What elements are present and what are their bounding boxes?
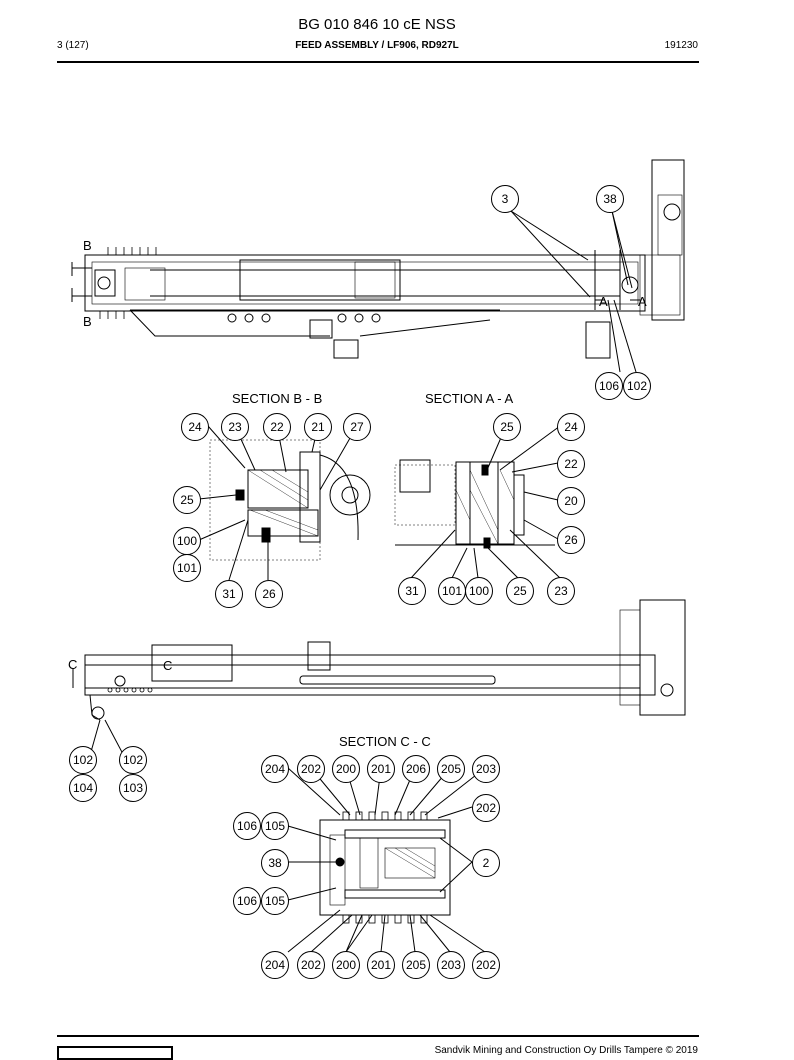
callout: 100 <box>465 577 493 605</box>
callout: 204 <box>261 755 289 783</box>
callout: 38 <box>261 849 289 877</box>
callout: 104 <box>69 774 97 802</box>
callout: 21 <box>304 413 332 441</box>
callout: 2 <box>472 849 500 877</box>
section-cc-drawing <box>287 767 486 953</box>
section-cc-title: SECTION C - C <box>339 734 431 749</box>
callout: 103 <box>119 774 147 802</box>
callout: 106 <box>233 887 261 915</box>
page-number: 3 (127) <box>57 40 89 51</box>
cut-letter-a: A <box>638 294 647 309</box>
callout: 3 <box>491 185 519 213</box>
callout: 25 <box>506 577 534 605</box>
callout: 27 <box>343 413 371 441</box>
top-feed-drawing <box>71 159 685 373</box>
callout: 105 <box>261 887 289 915</box>
callout: 24 <box>181 413 209 441</box>
callout: 26 <box>255 580 283 608</box>
callout: 206 <box>402 755 430 783</box>
callout: 202 <box>297 951 325 979</box>
callout: 205 <box>402 951 430 979</box>
callout: 101 <box>438 577 466 605</box>
callout: 202 <box>472 794 500 822</box>
callout: 202 <box>472 951 500 979</box>
callout: 102 <box>623 372 651 400</box>
callout: 201 <box>367 755 395 783</box>
header-rule <box>57 61 699 63</box>
document-title: BG 010 846 10 cE NSS <box>298 16 456 33</box>
section-bb-drawing <box>198 425 371 581</box>
document-subtitle: FEED ASSEMBLY / LF906, RD927L <box>295 40 459 51</box>
callout: 105 <box>261 812 289 840</box>
callout: 204 <box>261 951 289 979</box>
cut-letter-b: B <box>83 238 92 253</box>
callout: 200 <box>332 755 360 783</box>
callout: 23 <box>221 413 249 441</box>
footer-rule <box>57 1035 699 1037</box>
callout: 25 <box>493 413 521 441</box>
callout: 22 <box>263 413 291 441</box>
callout: 201 <box>367 951 395 979</box>
callout: 31 <box>398 577 426 605</box>
company-logo <box>57 1046 173 1060</box>
callout: 205 <box>437 755 465 783</box>
cut-letter-c: C <box>68 657 78 672</box>
section-aa-drawing <box>394 425 561 579</box>
callout: 106 <box>595 372 623 400</box>
callout: 26 <box>557 526 585 554</box>
document-date: 191230 <box>664 40 698 51</box>
cut-letter-c: C <box>163 658 173 673</box>
callout: 20 <box>557 487 585 515</box>
callout: 202 <box>297 755 325 783</box>
footer-copyright: Sandvik Mining and Construction Oy Drill… <box>434 1045 698 1056</box>
callout: 101 <box>173 554 201 582</box>
callout: 38 <box>596 185 624 213</box>
callout: 31 <box>215 580 243 608</box>
callout: 203 <box>472 755 500 783</box>
callout: 23 <box>547 577 575 605</box>
callout: 106 <box>233 812 261 840</box>
callout: 22 <box>557 450 585 478</box>
callout: 100 <box>173 527 201 555</box>
section-aa-title: SECTION A - A <box>425 391 514 406</box>
callout: 24 <box>557 413 585 441</box>
callout: 200 <box>332 951 360 979</box>
callout: 102 <box>119 746 147 774</box>
callout: 102 <box>69 746 97 774</box>
cut-letter-a: A <box>599 294 608 309</box>
section-bb-title: SECTION B - B <box>232 391 323 406</box>
callout: 203 <box>437 951 465 979</box>
cut-letter-b: B <box>83 314 92 329</box>
callout: 25 <box>173 486 201 514</box>
